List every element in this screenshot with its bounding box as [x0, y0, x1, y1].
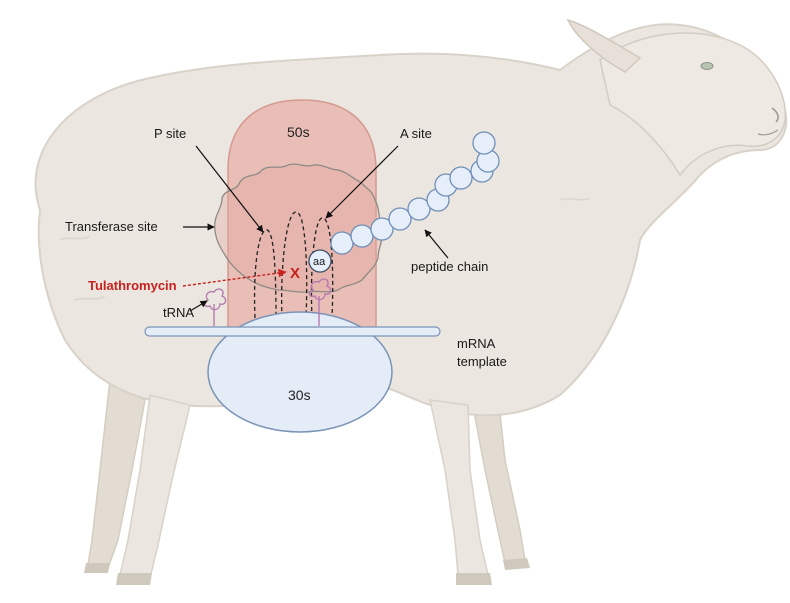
sheep-hoof [84, 563, 110, 573]
block-mark: X [290, 265, 300, 282]
sheep-hoof [503, 558, 530, 570]
peptide-bead [473, 132, 495, 154]
mrna-label-line2: template [457, 354, 507, 369]
peptide-chain-label: peptide chain [411, 259, 488, 274]
amino-acid-label: aa [313, 256, 326, 268]
sheep-hoof [116, 573, 152, 585]
large-subunit-label: 50s [287, 124, 310, 140]
a-site-label: A site [400, 126, 432, 141]
sheep-illustration [36, 20, 787, 585]
transferase-site-label: Transferase site [65, 219, 158, 234]
mrna-label-line1: mRNA [457, 336, 496, 351]
drug-label: Tulathromycin [88, 278, 177, 293]
sheep-eye [701, 63, 713, 70]
peptide-bead [331, 232, 353, 254]
p-site-label: P site [154, 126, 186, 141]
amino-acid-bead: aa [309, 250, 331, 272]
mrna-strand [145, 327, 440, 336]
trna-label: tRNA [163, 305, 194, 320]
sheep-hoof [456, 573, 492, 585]
small-subunit-label: 30s [288, 387, 311, 403]
peptide-bead [351, 225, 373, 247]
peptide-bead [450, 167, 472, 189]
